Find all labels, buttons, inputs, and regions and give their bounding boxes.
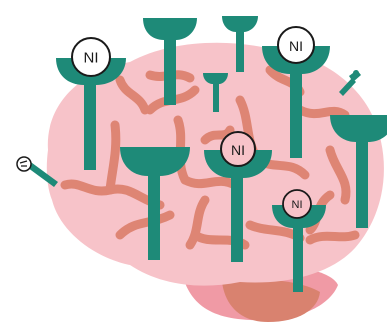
ni-label-4-text: NI (292, 199, 303, 211)
ni-label-2: NI (278, 27, 314, 63)
neuron-icon (17, 157, 31, 171)
ni-label-1: NI (72, 38, 110, 76)
ni-label-1-text: NI (84, 50, 99, 67)
ni-label-3: NI (221, 132, 255, 166)
ni-label-3-text: NI (231, 142, 245, 158)
ni-label-2-text: NI (289, 38, 303, 54)
ni-label-4: NI (283, 190, 311, 218)
